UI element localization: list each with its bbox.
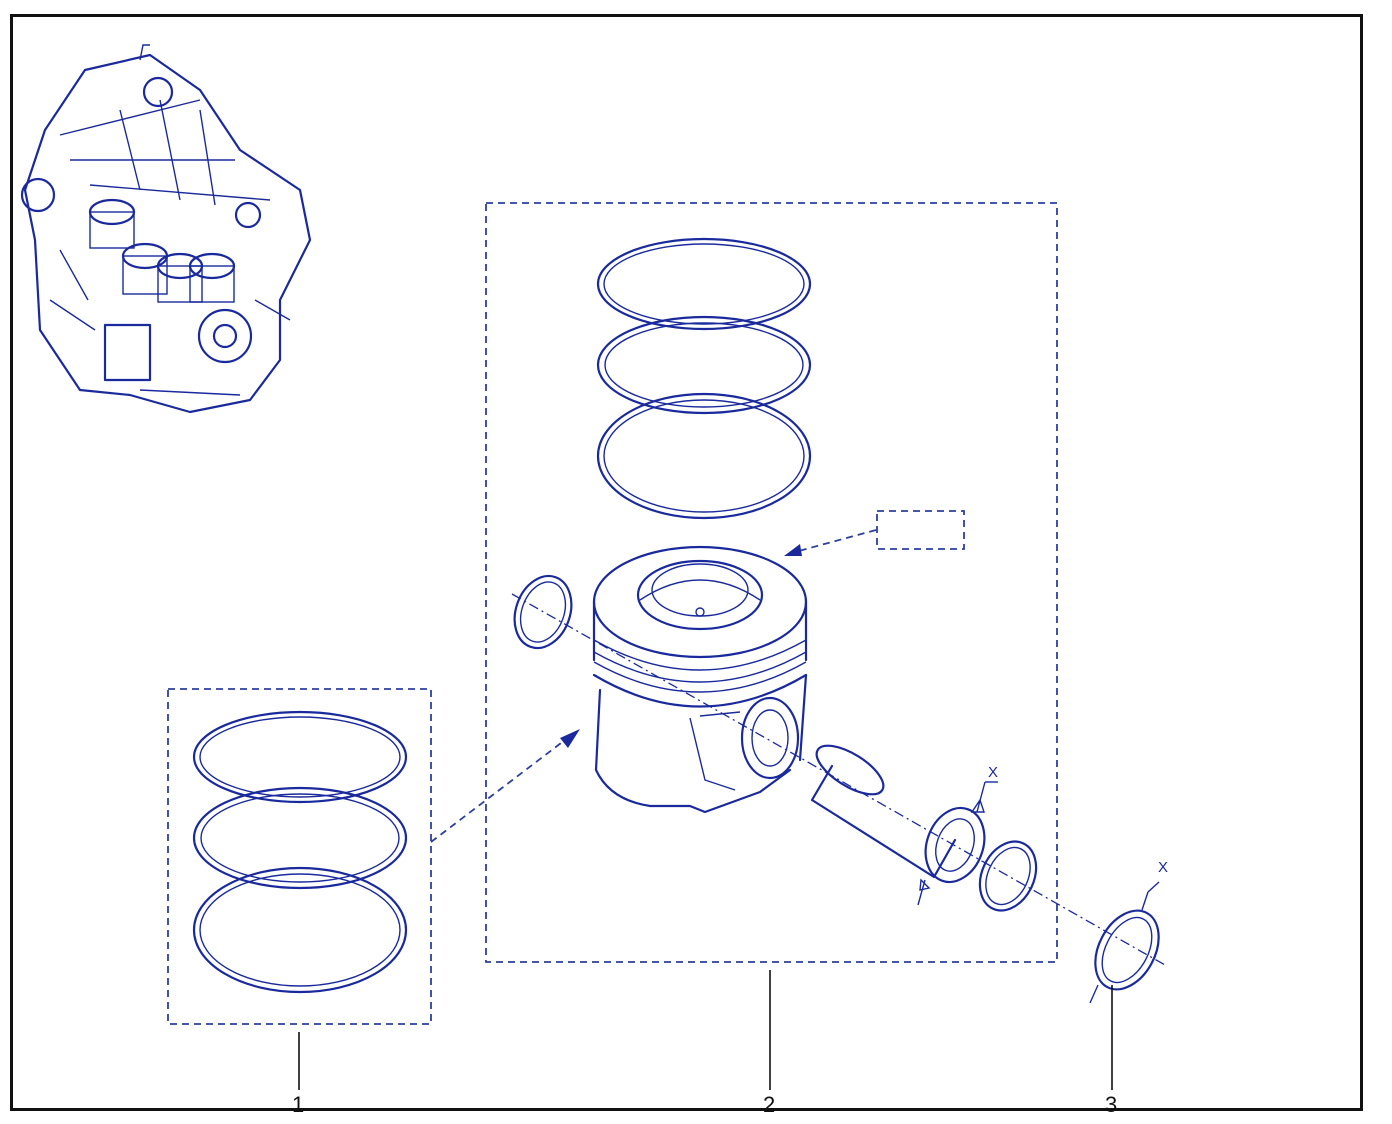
marking-reference-box — [876, 510, 965, 550]
outer-circlip — [1094, 909, 1160, 991]
drawing-frame — [10, 14, 1363, 1111]
arrow-head — [784, 544, 802, 556]
callout-1: 1 — [292, 1092, 305, 1117]
piston-pin — [810, 744, 986, 884]
dimension-mark-circlip: X — [1158, 859, 1169, 876]
piston — [592, 545, 808, 814]
circlip-left — [513, 574, 573, 650]
pin-axis-centreline — [511, 593, 1166, 966]
ring-set-1 — [192, 710, 408, 994]
piston-ring-set — [596, 237, 812, 520]
assembly-2-boundary — [485, 202, 1058, 963]
callout-3: 3 — [1105, 1092, 1118, 1117]
arrow-head — [560, 729, 580, 748]
callout-2: 2 — [763, 1092, 776, 1117]
engine-thumbnail — [20, 44, 312, 414]
assembly-1-boundary — [167, 688, 432, 1025]
circlip-right — [978, 840, 1038, 912]
dimension-mark-pin: X — [988, 764, 999, 781]
